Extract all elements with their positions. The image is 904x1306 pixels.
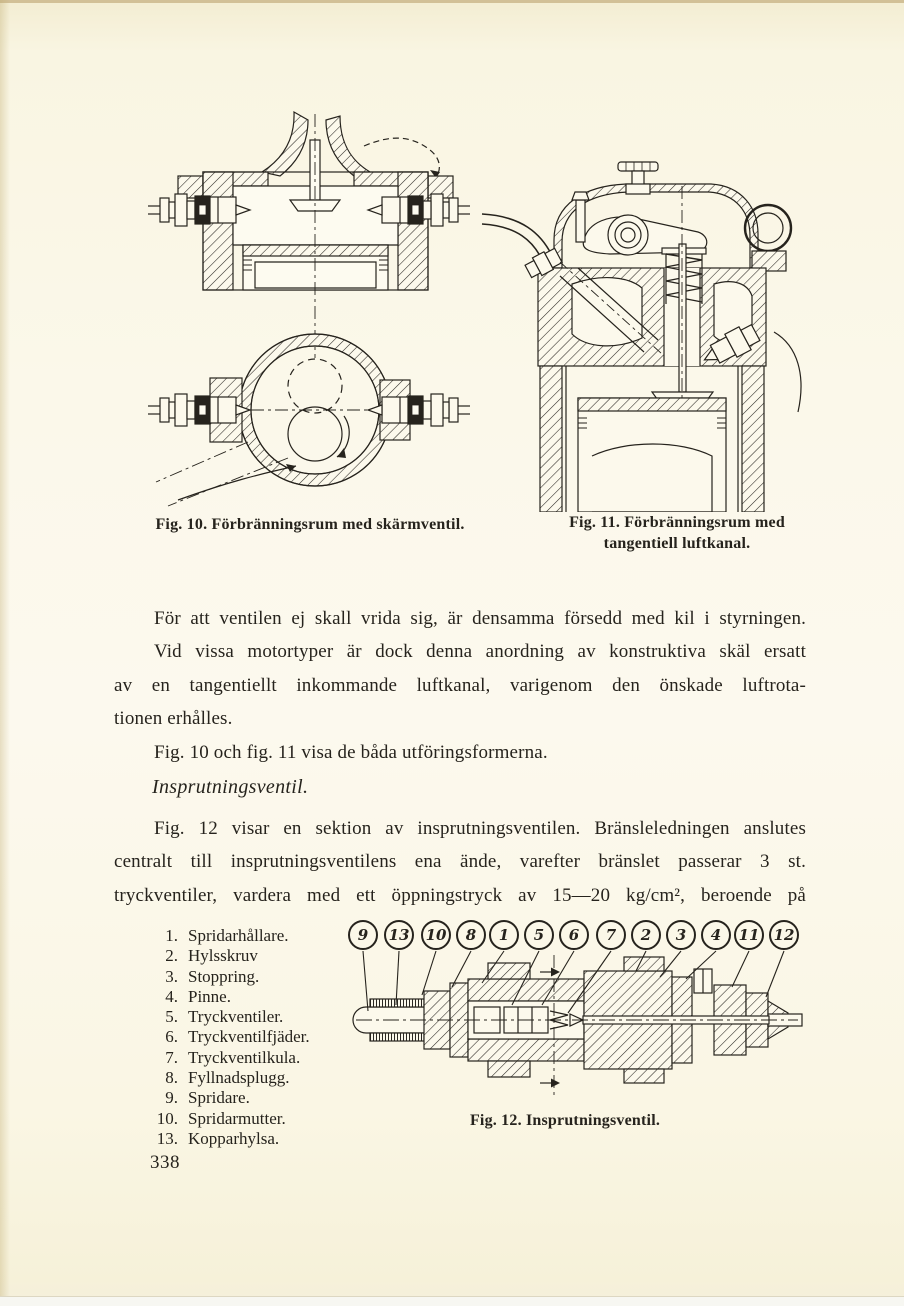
text-line: tryckventiler, vardera med ett öppningst…: [114, 884, 806, 906]
body-paragraph-2: Fig. 12 visar en sektion av insprutnings…: [114, 812, 806, 912]
parts-list-item: 2. Hylsskruv: [146, 946, 356, 966]
fig11-caption-line1: Fig. 11. Förbränningsrum med: [569, 514, 785, 531]
fig12-callout: 3: [666, 920, 696, 950]
fig10-caption: Fig. 10. Förbränningsrum med skärmventil…: [155, 516, 465, 533]
part-number: 2.: [165, 946, 178, 966]
fig12-drawing: [352, 950, 803, 1095]
body-paragraphs: För att ventilen ej skall vrida sig, är …: [114, 602, 806, 769]
part-label: Tryckventilkula.: [188, 1047, 301, 1067]
part-number: 3.: [165, 966, 178, 986]
parts-list-item: 6. Tryckventilfjäder.: [146, 1027, 356, 1047]
parts-list-item: 1. Spridarhållare.: [146, 926, 356, 946]
parts-list-item: 7. Tryckventilkula.: [146, 1048, 356, 1068]
text-line: Fig. 12 visar en sektion av insprutnings…: [154, 818, 806, 839]
part-number: 6.: [165, 1027, 178, 1047]
text-line: Fig. 10 och fig. 11 visa de båda utförin…: [154, 741, 548, 763]
parts-list: 1. Spridarhållare. 2. Hylsskruv 3. Stopprin…: [146, 926, 356, 1149]
part-label: Tryckventilfjäder.: [188, 1027, 310, 1047]
parts-list-item: 8. Fyllnadsplugg.: [146, 1068, 356, 1088]
fig10-drawing: [148, 110, 470, 507]
page-left-edge-shadow: [0, 0, 10, 1306]
part-label: Fyllnadsplugg.: [188, 1068, 290, 1088]
fig12-figure: 9 13 10 8 1 5 6 7 2 3 4 11 12: [336, 915, 806, 1105]
text-line: tionen erhålles.: [114, 708, 233, 730]
part-number: 8.: [165, 1068, 178, 1088]
fig12-valve-body: [352, 955, 803, 1095]
text-line: av en tangentiellt inkommande luftkanal,…: [114, 674, 806, 696]
part-label: Spridare.: [188, 1088, 250, 1108]
fig11-cylinder-head: [481, 161, 802, 512]
fig12-callout: 11: [734, 920, 764, 950]
text-line: Vid vissa motortyper är dock denna anord…: [154, 641, 806, 663]
part-number: 9.: [165, 1088, 178, 1108]
part-label: Pinne.: [188, 986, 231, 1006]
part-number: 7.: [165, 1047, 178, 1067]
fig12-callout: 8: [456, 920, 486, 950]
parts-list-item: 13. Kopparhylsa.: [146, 1129, 356, 1149]
fig12-callout: 12: [769, 920, 799, 950]
part-label: Spridarmutter.: [188, 1108, 286, 1128]
parts-list-item: 9. Spridare.: [146, 1088, 356, 1108]
fig11-caption-line2: tangentiell luftkanal.: [603, 535, 751, 552]
fig11-drawing: [481, 161, 802, 512]
part-label: Spridarhållare.: [188, 926, 289, 945]
fig10-upper-section: [177, 110, 454, 358]
parts-list-item: 4. Pinne.: [146, 987, 356, 1007]
part-number: 5.: [165, 1007, 178, 1027]
fig12-callout: 2: [631, 920, 661, 950]
text-line: centralt till insprutningsventilens ena …: [114, 851, 806, 873]
part-number: 10.: [156, 1108, 178, 1128]
parts-list-item: 3. Stoppring.: [146, 967, 356, 987]
fig12-leader-lines: [362, 950, 785, 1014]
fig12-callout: 4: [701, 920, 731, 950]
part-number: 13.: [156, 1128, 178, 1148]
fig12-callout: 9: [348, 920, 378, 950]
fig12-caption: Fig. 12. Insprutningsventil.: [469, 1112, 661, 1129]
part-label: Tryckventiler.: [188, 1007, 284, 1027]
fig12-callout: 10: [421, 920, 451, 950]
parts-list-item: 5. Tryckventiler.: [146, 1007, 356, 1027]
text-line: För att ventilen ej skall vrida sig, är …: [154, 608, 806, 629]
page-number: 338: [150, 1152, 180, 1173]
fig12-callout: 13: [384, 920, 414, 950]
fig12-callout: 6: [559, 920, 589, 950]
part-number: 1.: [165, 926, 178, 945]
fig12-callout: 1: [489, 920, 519, 950]
fig11-caption: Fig. 11. Förbränningsrum med tangentiell…: [557, 512, 797, 554]
fig12-callout: 5: [524, 920, 554, 950]
part-label: Hylsskruv: [188, 946, 258, 966]
part-label: Stoppring.: [188, 966, 260, 986]
part-label: Kopparhylsa.: [188, 1128, 280, 1148]
fig12-callout: 7: [596, 920, 626, 950]
parts-list-item: 10. Spridarmutter.: [146, 1109, 356, 1129]
part-number: 4.: [165, 986, 178, 1006]
section-heading: Insprutningsventil.: [152, 776, 309, 798]
